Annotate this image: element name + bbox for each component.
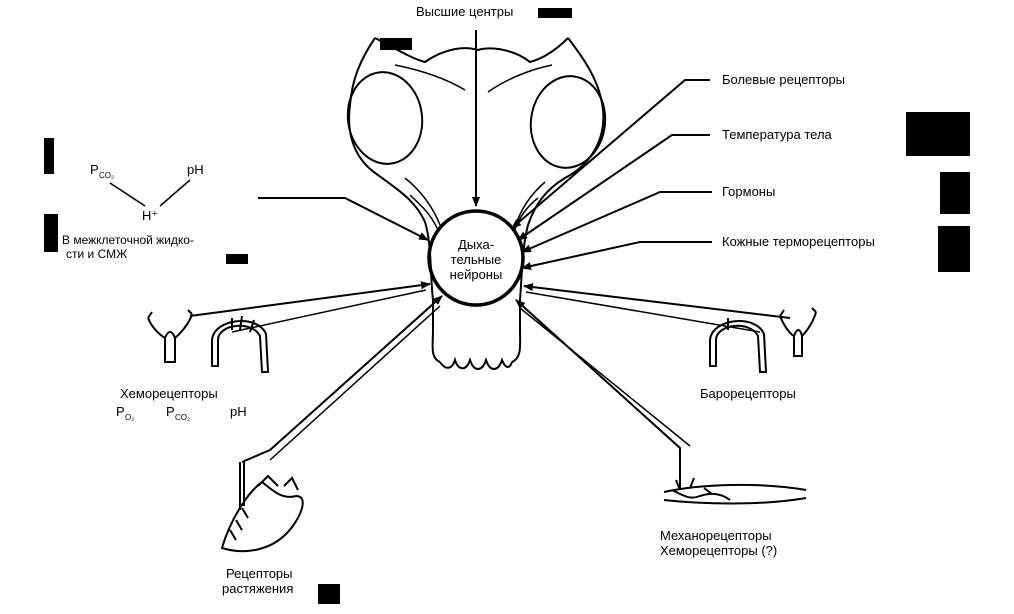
label-stretch-line1: Рецепторы bbox=[226, 566, 293, 581]
artifact-blot bbox=[940, 172, 970, 214]
artifact-blot bbox=[906, 112, 970, 156]
arrow-interstitial bbox=[258, 197, 429, 241]
artifact-blot bbox=[44, 138, 54, 174]
arrow-baroreceptors-2 bbox=[525, 291, 761, 333]
brain-outline bbox=[346, 37, 607, 370]
carotid-bifurcation-icon bbox=[147, 309, 193, 363]
label-po2-base: P bbox=[116, 404, 125, 419]
artifact-blot bbox=[44, 214, 58, 252]
center-label-line1: Дыха- bbox=[458, 237, 494, 252]
baro-aortic-arch-icon bbox=[709, 318, 768, 373]
arrow-skin-thermo bbox=[521, 241, 712, 270]
muscle-icon bbox=[663, 477, 807, 505]
arrow-pain bbox=[511, 79, 710, 229]
label-stretch-line2: растяжения bbox=[222, 581, 293, 596]
aortic-arch-icon bbox=[211, 315, 270, 373]
label-baroreceptors: Барорецепторы bbox=[700, 386, 796, 401]
arrow-chemoreceptors-2 bbox=[231, 289, 427, 333]
mechanoreceptors-group: Механорецепторы Хеморецепторы (?) bbox=[660, 477, 807, 558]
interstitial-chemistry: P CO₂ pH H⁺ В межклеточной жидко- сти и … bbox=[62, 162, 204, 261]
artifact-blot bbox=[380, 38, 412, 50]
arrow-stretch-2 bbox=[269, 305, 441, 461]
label-mechano-line1: Механорецепторы bbox=[660, 528, 772, 543]
lung-icon bbox=[220, 462, 304, 553]
label-pain-receptors: Болевые рецепторы bbox=[722, 72, 845, 87]
arrows bbox=[189, 30, 791, 490]
label-interstitial-line2: сти и СМЖ bbox=[66, 247, 127, 261]
label-hormones: Гормоны bbox=[722, 184, 775, 199]
stretch-receptors-group: Рецепторы растяжения bbox=[220, 462, 304, 596]
arrow-hormones bbox=[521, 191, 712, 253]
baro-carotid-bifurcation-icon bbox=[779, 307, 817, 357]
chemoreceptors-group: Хеморецепторы P O₂ P CO₂ pH bbox=[116, 309, 270, 422]
artifact-blot bbox=[538, 8, 572, 18]
label-body-temperature: Температура тела bbox=[722, 127, 833, 142]
label-po2-sub: O₂ bbox=[125, 413, 134, 422]
label-chemoreceptors: Хеморецепторы bbox=[120, 386, 218, 401]
label-skin-thermoreceptors: Кожные терморецепторы bbox=[722, 234, 875, 249]
artifact-blot bbox=[318, 584, 340, 604]
center-label-line3: нейроны bbox=[450, 267, 503, 282]
arrow-mechano bbox=[515, 299, 681, 490]
label-mechano-line2: Хеморецепторы (?) bbox=[660, 543, 777, 558]
arrow-baroreceptors bbox=[523, 283, 791, 319]
arrow-mechano-2 bbox=[519, 307, 691, 447]
arrow-temperature bbox=[517, 134, 710, 241]
artifact-blot bbox=[226, 254, 248, 264]
label-higher-centers: Высшие центры bbox=[416, 4, 513, 19]
artifact-blot bbox=[938, 226, 970, 272]
label-pco2-base: P bbox=[90, 162, 99, 177]
label-ph: pH bbox=[187, 162, 204, 177]
arrow-chemoreceptors bbox=[189, 281, 431, 317]
label-hplus: H⁺ bbox=[142, 208, 158, 223]
label-ph-chemo: pH bbox=[230, 404, 247, 419]
label-pco2-chemo-base: P bbox=[166, 404, 175, 419]
label-pco2-chemo-sub: CO₂ bbox=[175, 413, 190, 422]
scan-artifacts bbox=[44, 8, 970, 604]
label-pco2-sub: CO₂ bbox=[99, 171, 114, 180]
label-interstitial-line1: В межклеточной жидко- bbox=[62, 233, 194, 247]
arrow-stretch bbox=[241, 295, 443, 463]
center-label-line2: тельные bbox=[451, 252, 502, 267]
baroreceptors-group: Барорецепторы bbox=[700, 307, 817, 401]
respiratory-neurons-node: Дыха- тельные нейроны bbox=[427, 209, 525, 307]
